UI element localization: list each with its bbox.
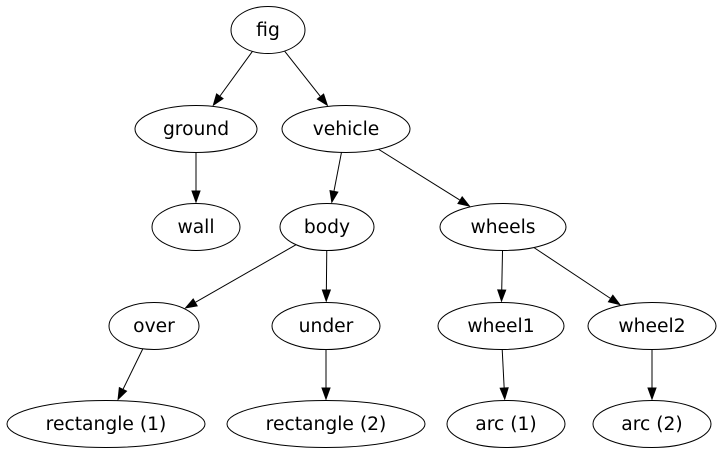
node-label: fig <box>256 20 280 41</box>
edge-line <box>378 148 460 201</box>
graph-edge-fig-ground <box>212 51 253 107</box>
graph-edge-ground-wall <box>191 152 201 204</box>
edge-line <box>533 247 611 299</box>
edge-layer <box>117 50 657 401</box>
node-ellipse <box>281 105 411 153</box>
node-label: wheel1 <box>467 316 534 337</box>
arrowhead-icon <box>321 289 332 303</box>
graph-edge-vehicle-wheels <box>378 148 471 207</box>
node-label: under <box>299 316 354 337</box>
node-label: arc (1) <box>475 414 536 435</box>
arrowhead-icon <box>184 298 198 309</box>
graph-edge-wheel1-arc1 <box>499 349 509 401</box>
edge-line <box>219 51 253 97</box>
arrowhead-icon <box>329 189 339 204</box>
graph-node-vehicle: vehicle <box>281 105 411 153</box>
graph-edge-body-under <box>321 250 332 303</box>
edge-line <box>333 152 342 191</box>
node-ellipse <box>587 302 717 350</box>
node-label: wheel2 <box>618 316 685 337</box>
arrowhead-icon <box>191 190 201 204</box>
node-ellipse <box>592 400 712 448</box>
graph-node-fig: fig <box>230 6 306 54</box>
node-label: arc (2) <box>621 414 682 435</box>
graph-edge-wheels-wheel1 <box>497 250 507 303</box>
graph-node-rect1: rectangle (1) <box>6 400 206 448</box>
node-label: wheels <box>470 217 535 238</box>
edge-line <box>501 349 505 388</box>
edge-line <box>501 250 504 290</box>
graph-edge-fig-vehicle <box>284 50 329 107</box>
node-ellipse <box>134 105 258 153</box>
arrowhead-icon <box>212 93 224 107</box>
node-ellipse <box>437 302 565 350</box>
graph-node-wheels: wheels <box>439 203 567 251</box>
edge-line <box>122 348 144 390</box>
graph-edge-over-rect1 <box>117 348 144 401</box>
arrowhead-icon <box>647 387 657 401</box>
arrowhead-icon <box>321 387 331 401</box>
node-label: body <box>304 217 350 238</box>
node-ellipse <box>226 400 426 448</box>
edge-line <box>284 50 321 97</box>
graph-node-under: under <box>271 302 381 350</box>
graph-edge-under-rect2 <box>321 349 331 401</box>
node-ellipse <box>6 400 206 448</box>
graph-node-arc1: arc (1) <box>446 400 566 448</box>
node-label: vehicle <box>313 119 380 140</box>
node-ellipse <box>279 203 375 251</box>
graph-edge-wheel2-arc2 <box>647 349 657 401</box>
node-label: over <box>133 316 175 337</box>
graph-node-rect2: rectangle (2) <box>226 400 426 448</box>
node-ellipse <box>271 302 381 350</box>
arrowhead-icon <box>607 294 622 306</box>
graph-edge-wheels-wheel2 <box>533 247 622 306</box>
node-ellipse <box>230 6 306 54</box>
graph-node-wheel2: wheel2 <box>587 302 717 350</box>
arrowhead-icon <box>497 289 507 303</box>
node-ellipse <box>446 400 566 448</box>
arrowhead-icon <box>117 386 128 401</box>
graph-edge-vehicle-body <box>329 152 342 204</box>
graph-node-ground: ground <box>134 105 258 153</box>
graph-node-wheel1: wheel1 <box>437 302 565 350</box>
arrowhead-icon <box>499 387 509 401</box>
graph-node-wall: wall <box>151 203 241 251</box>
node-ellipse <box>439 203 567 251</box>
node-label: ground <box>163 119 229 140</box>
node-ellipse <box>108 302 200 350</box>
node-ellipse <box>151 203 241 251</box>
graph-node-body: body <box>279 203 375 251</box>
graph-edge-body-over <box>184 244 297 309</box>
edge-line <box>195 244 297 303</box>
graph-node-arc2: arc (2) <box>592 400 712 448</box>
graph-node-over: over <box>108 302 200 350</box>
node-layer: fig ground vehicle wall body wheels over under w… <box>6 6 717 448</box>
arrowhead-icon <box>457 195 471 207</box>
node-label: wall <box>177 217 214 238</box>
node-label: rectangle (1) <box>46 414 167 435</box>
node-label: rectangle (2) <box>266 414 387 435</box>
arrowhead-icon <box>316 93 329 107</box>
